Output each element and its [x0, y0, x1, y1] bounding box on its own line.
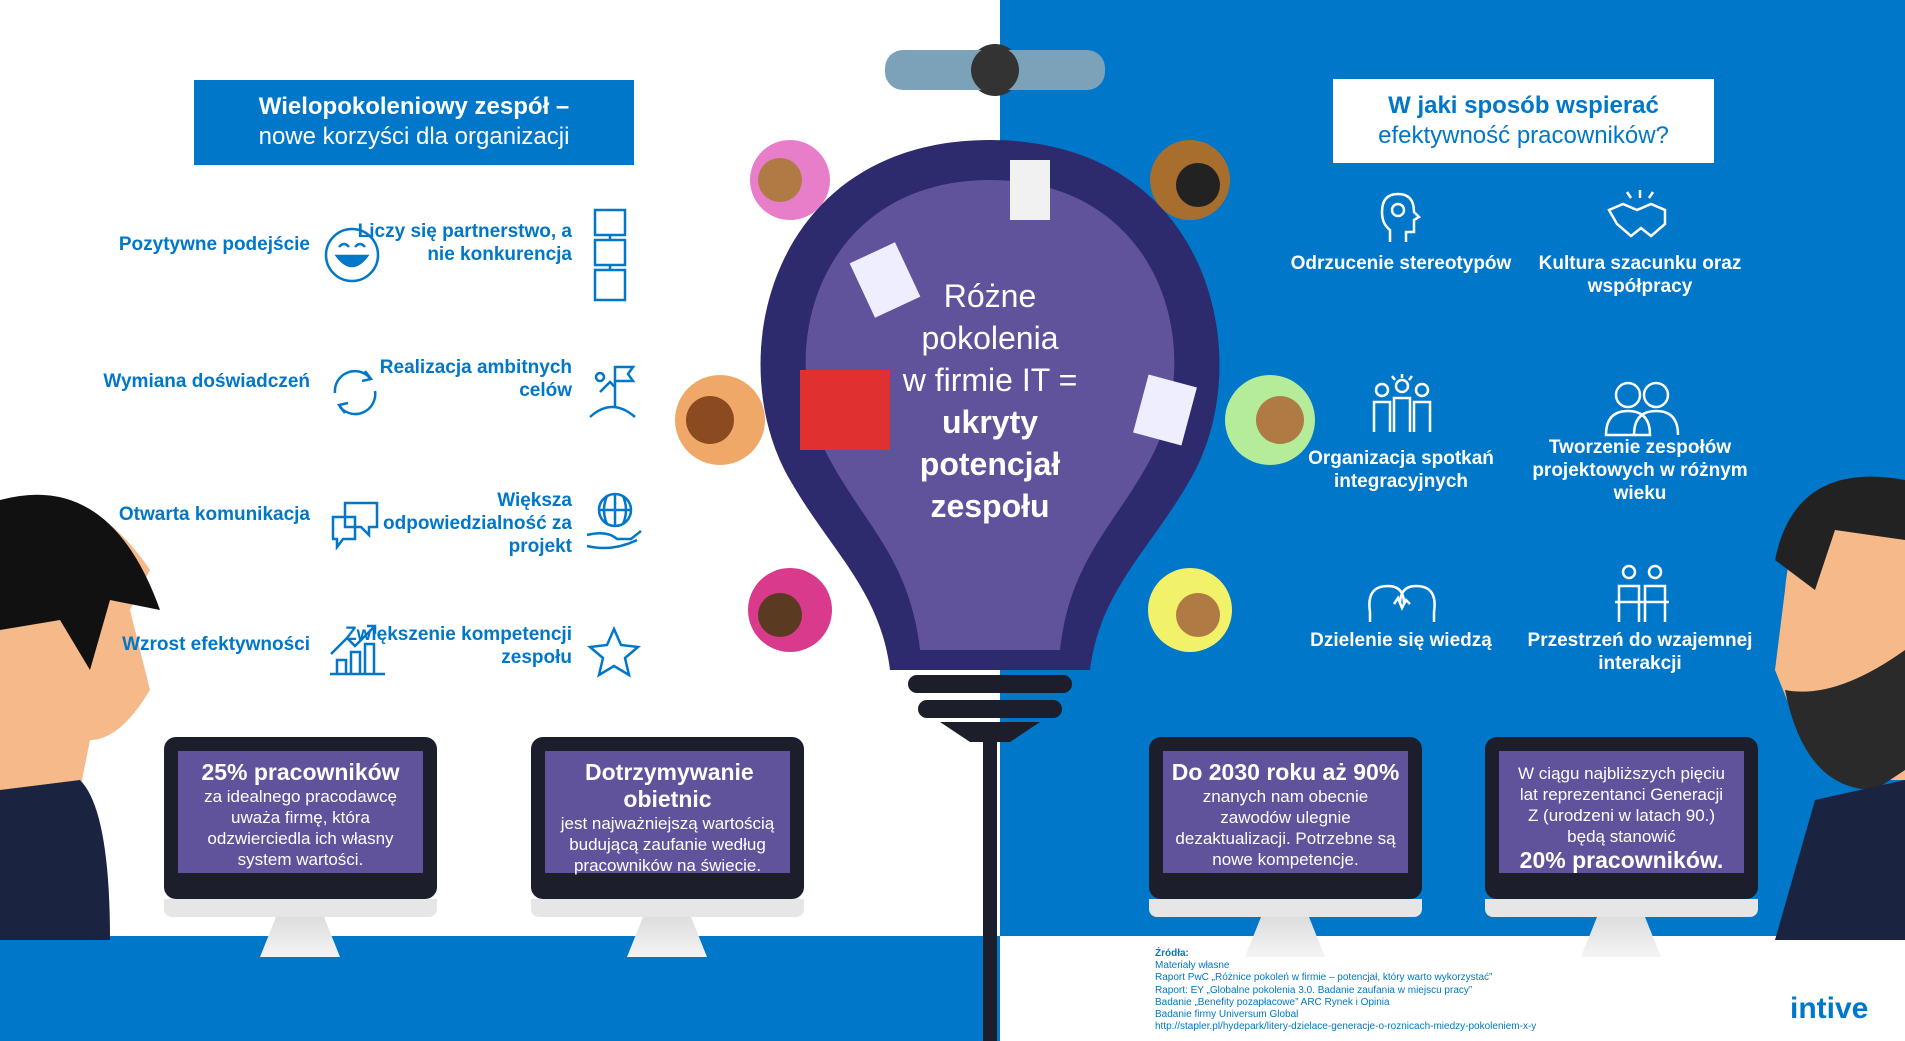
monitor-stat-4: W ciągu najbliższych pięciu lat reprezen…	[1485, 737, 1758, 957]
benefit-item: Liczy się partnerstwo, a nie konkurencja	[357, 221, 572, 265]
stat-body: za idealnego pracodawcę uważa firmę, któ…	[204, 787, 397, 869]
source-item: Raport PwC „Różnice pokoleń w firmie – p…	[1155, 972, 1493, 984]
head-mind-icon	[1380, 192, 1422, 242]
stat-headline: 25% pracowników	[201, 759, 400, 785]
center-line: w firmie IT =	[902, 362, 1078, 398]
group-cheer-icon	[1372, 374, 1432, 432]
left-title-rest: nowe korzyści dla organizacji	[258, 123, 570, 150]
benefit-item: Realizacja ambitnych celów	[379, 357, 572, 401]
refresh-icon	[333, 369, 377, 416]
stat-body: W ciągu najbliższych pięciu lat reprezen…	[1518, 764, 1725, 846]
source-item: Raport: EY „Globalne pokolenia 3.0. Bada…	[1155, 984, 1473, 996]
team-icon	[1604, 381, 1680, 437]
stat-headline: Dotrzymywanie obietnic	[585, 759, 754, 812]
stat-body: jest najważniejszą wartością budującą za…	[560, 814, 775, 875]
left-title-bold: Wielopokoleniowy zespół –	[258, 93, 570, 120]
right-title-rest: efektywność pracowników?	[1378, 122, 1669, 149]
stat-headline: Do 2030 roku aż 90%	[1171, 759, 1400, 785]
left-character-illustration	[0, 494, 160, 940]
center-line: Różne	[943, 278, 1037, 314]
benefit-item: Pozytywne podejście	[118, 234, 310, 255]
people-table-icon	[1615, 564, 1669, 622]
stat-headline: 20% pracowników.	[1519, 847, 1724, 873]
support-item: Przestrzeń do wzajemnej interakcji	[1527, 630, 1753, 674]
left-bottom-band	[0, 936, 1000, 1041]
globe-hand-icon	[586, 492, 642, 550]
benefit-item: Wzrost efektywności	[122, 634, 310, 655]
source-item: Badanie „Benefity pozapłacowe” ARC Rynek…	[1155, 996, 1390, 1008]
stat-body: znanych nam obecnie zawodów ulegnie deza…	[1175, 787, 1396, 869]
center-bold-line: ukryty	[941, 404, 1039, 440]
support-item: Organizacja spotkań integracyjnych	[1308, 448, 1494, 492]
stars-icon	[586, 625, 642, 678]
sources-title: Źródła:	[1155, 948, 1189, 959]
support-item: Dzielenie się wiedzą	[1310, 630, 1492, 651]
handshake-icon	[1607, 190, 1667, 238]
flag-summit-icon	[589, 365, 636, 418]
sources-list: Źródła: Materiały własne Raport PwC „Róż…	[1155, 948, 1536, 1033]
smiley-icon	[324, 227, 380, 283]
support-item: Kultura szacunku oraz współpracy	[1538, 253, 1742, 297]
left-section-title: Wielopokoleniowy zespół – nowe korzyści …	[194, 80, 634, 165]
source-item: Badanie firmy Universum Global	[1155, 1009, 1299, 1021]
sources-band	[1000, 936, 1905, 1041]
growth-chart-icon	[330, 624, 385, 676]
support-item: Odrzucenie stereotypów	[1290, 253, 1512, 274]
monitor-stat-3: Do 2030 roku aż 90%znanych nam obecnie z…	[1149, 737, 1422, 957]
benefit-item: Zwiększenie kompetencji zespołu	[344, 624, 572, 668]
source-link[interactable]: http://stapler.pl/hydepark/litery-dziela…	[1155, 1021, 1537, 1033]
right-character-illustration	[1775, 476, 1905, 940]
center-message: Różne pokolenia w firmie IT = ukryty pot…	[850, 275, 1130, 527]
intive-logo: intive	[1790, 992, 1869, 1025]
right-title-bold: W jaki sposób wspierać	[1388, 92, 1659, 119]
support-item: Tworzenie zespołów projektowych w różnym…	[1532, 437, 1748, 504]
people-around-table	[675, 44, 1315, 652]
lightbulb-table-illustration	[675, 44, 1315, 1041]
heads-share-icon	[1368, 584, 1436, 622]
source-item: Materiały własne	[1155, 960, 1230, 972]
center-bold-line: zespołu	[930, 488, 1050, 524]
center-bold-line: potencjał	[919, 446, 1061, 482]
right-section-title: W jaki sposób wspierać efektywność praco…	[1333, 79, 1714, 163]
benefit-item: Większa odpowiedzialność za projekt	[383, 490, 572, 557]
chat-bubbles-icon	[331, 501, 379, 551]
benefit-item: Wymiana doświadczeń	[103, 371, 310, 392]
puzzle-icon	[593, 208, 627, 302]
center-line: pokolenia	[921, 320, 1059, 356]
benefit-item: Otwarta komunikacja	[118, 504, 310, 525]
